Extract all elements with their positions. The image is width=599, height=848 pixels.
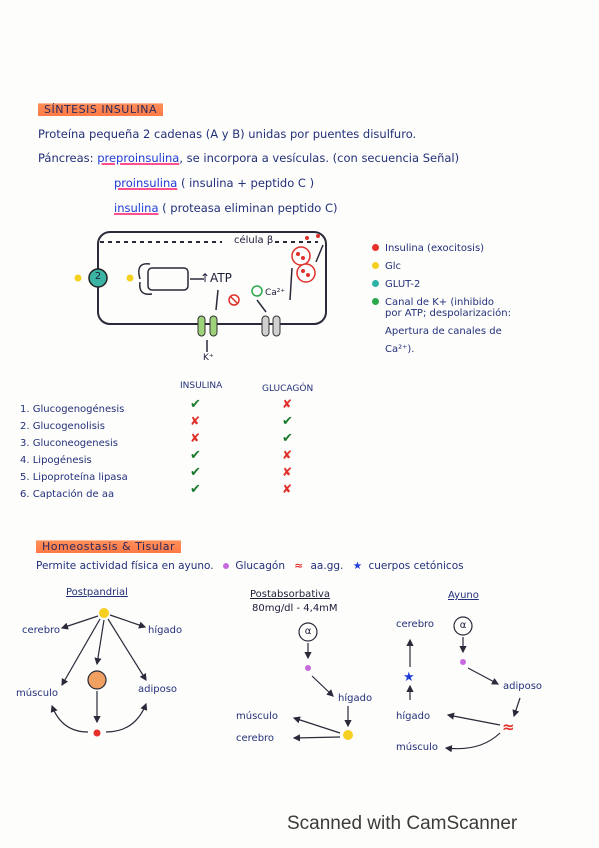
postabs-higado: hígado <box>338 693 373 704</box>
scanner-watermark: Scanned with CamScanner <box>287 813 518 834</box>
insulin-line-4: insulina ( proteasa eliminan peptido C) <box>114 201 337 215</box>
insulin-line-2-rest: , se incorpora a vesículas. (con secuenc… <box>179 151 460 165</box>
insulin-line-2: Páncreas: preproinsulina, se incorpora a… <box>38 151 459 165</box>
postabs-title: Postabsorbativa <box>250 589 331 600</box>
col-insulina: INSULINA <box>180 381 223 391</box>
glucagon-dot <box>222 563 229 569</box>
table-row: 5. Lipoproteína lipasa ✔ ✘ <box>20 465 293 483</box>
glucagon-legend-label: Glucagón <box>235 560 285 572</box>
cross-icon: ✘ <box>282 448 293 462</box>
ayuno-adiposo: adiposo <box>503 681 543 692</box>
table-row: 2. Glucogenolisis ✘ ✔ <box>20 414 293 432</box>
atp-label: ↑ATP <box>200 271 232 285</box>
cross-icon: ✘ <box>282 482 293 496</box>
insulin-line-3: proinsulina ( insulina + peptido C ) <box>114 176 314 190</box>
homeostasis-heading: Homeostasis & Tisular <box>36 539 182 554</box>
postabs-alpha: α <box>304 626 312 637</box>
table-row: 6. Captación de aa ✔ ✘ <box>20 482 293 500</box>
ayuno-alpha: α <box>459 620 467 631</box>
postprandial-title: Postpandrial <box>66 587 128 598</box>
step-number: 2 <box>94 271 102 282</box>
ayuno-title: Ayuno <box>448 590 479 601</box>
postabs-cerebro: cerebro <box>236 733 275 744</box>
table-row: 4. Lipogénesis ✔ ✘ <box>20 448 293 466</box>
table-row: 1. Glucogenogénesis ✔ ✘ <box>20 397 293 415</box>
cross-icon: ✘ <box>282 465 293 479</box>
cross-icon: ✘ <box>282 397 293 411</box>
proinsulina-term: proinsulina <box>114 176 178 190</box>
legend-k-channel: Canal de K+ (inhibido <box>372 290 511 308</box>
legend-dot-teal <box>372 280 379 287</box>
ayuno-musculo: músculo <box>396 742 439 753</box>
homeostasis-text: Permite actividad física en ayuno. <box>36 560 214 572</box>
insulin-line-4-rest: ( proteasa eliminan peptido C) <box>162 201 338 215</box>
check-icon: ✔ <box>190 448 201 463</box>
legend-glc: Glc <box>372 254 511 272</box>
beta-cell-label: célula β <box>234 235 274 246</box>
post-adiposo: adiposo <box>138 684 178 695</box>
check-icon: ✔ <box>190 397 201 412</box>
ayuno-cerebro: cerebro <box>396 619 435 630</box>
check-icon: ✔ <box>190 465 201 480</box>
postabs-subtitle: 80mg/dl - 4,4mM <box>252 603 338 614</box>
check-icon: ✔ <box>282 414 293 429</box>
diagram-legend: Insulina (exocitosis) Glc GLUT-2 Canal d… <box>372 236 511 362</box>
legend-dot-green <box>372 298 379 305</box>
insulin-line-1: Proteína pequeña 2 cadenas (A y B) unida… <box>38 127 417 141</box>
table-row: 3. Gluconeogenesis ✘ ✔ <box>20 431 293 449</box>
preproinsulina-term: preproinsulina <box>97 151 180 165</box>
insulina-term: insulina <box>114 201 159 215</box>
post-musculo: músculo <box>16 688 59 699</box>
insulin-line-3-rest: ( insulina + peptido C ) <box>180 176 315 190</box>
svg-text:★: ★ <box>403 670 415 685</box>
col-glucagon: GLUCAGÓN <box>262 384 314 394</box>
legend-glut2: GLUT-2 <box>372 272 511 290</box>
pancreas-label: Páncreas: <box>38 151 94 165</box>
legend-k-channel-cont-2: Apertura de canales de <box>385 326 502 337</box>
post-cerebro: cerebro <box>22 625 61 636</box>
svg-text:≈: ≈ <box>502 718 515 736</box>
potassium-label: K⁺ <box>203 353 214 363</box>
check-icon: ✔ <box>282 431 293 446</box>
cross-icon: ✘ <box>190 431 201 445</box>
legend-dot-red <box>372 244 379 251</box>
legend-dot-yellow <box>372 262 379 269</box>
calcium-label: Ca²⁺ <box>265 288 286 298</box>
homeostasis-line: Permite actividad física en ayuno. Gluca… <box>36 560 464 572</box>
insulin-heading: SÍNTESIS INSULINA <box>38 102 163 117</box>
star-icon: ★ <box>352 560 363 572</box>
aagg-label: aa.gg. <box>310 560 344 572</box>
cuerpos-label: cuerpos cetónicos <box>368 560 464 572</box>
post-higado: hígado <box>148 625 183 636</box>
effects-table: 1. Glucogenogénesis ✔ ✘ 2. Glucogenolisi… <box>20 397 320 500</box>
legend-k-channel-cont-1: por ATP; despolarización: <box>385 308 511 319</box>
legend-k-channel-cont-3: Ca²⁺). <box>385 344 415 355</box>
check-icon: ✔ <box>190 482 201 497</box>
aagg-icon: ≈ <box>294 560 304 572</box>
ayuno-higado: hígado <box>396 711 431 722</box>
legend-insulin: Insulina (exocitosis) <box>372 236 511 254</box>
postabs-musculo: músculo <box>236 711 279 722</box>
cross-icon: ✘ <box>190 414 201 428</box>
